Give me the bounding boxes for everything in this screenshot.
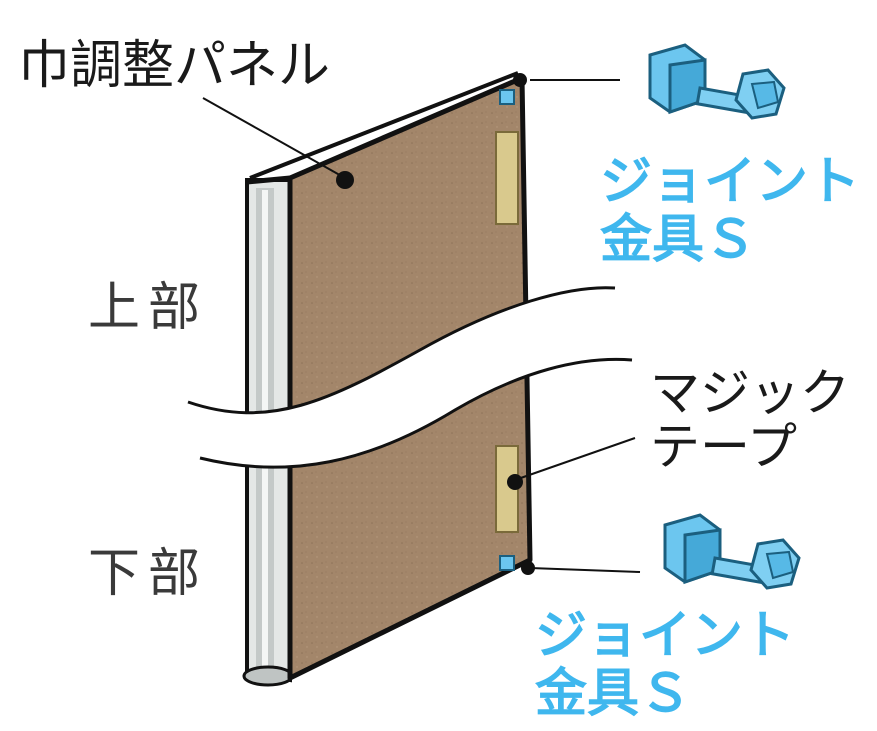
- joint-mount-bottom: [499, 555, 515, 571]
- magic-tape-label-line2: テープ: [650, 418, 797, 476]
- joint-fitting-icon: [663, 513, 801, 590]
- break-line-lower: [199, 357, 633, 469]
- joint-mount-top: [499, 89, 515, 105]
- joint-bottom-label-line1: ジョイント: [535, 606, 796, 666]
- magic-tape-label-line1: マジック: [650, 364, 850, 422]
- joint-top-label-line2: 金具Ｓ: [600, 210, 757, 270]
- joint-bottom-label-line2: 金具Ｓ: [535, 664, 692, 724]
- upper-label: 上部: [88, 278, 209, 338]
- break-line-upper: [187, 286, 616, 415]
- lower-label: 下部: [88, 544, 209, 604]
- joint-top-label-line1: ジョイント: [600, 152, 861, 212]
- joint-fitting-icon: [648, 43, 786, 120]
- leader-lines: [202, 73, 641, 575]
- break-band: [188, 287, 632, 468]
- panel-label: 巾調整パネル: [18, 36, 331, 96]
- velcro-strip-top: [495, 131, 519, 225]
